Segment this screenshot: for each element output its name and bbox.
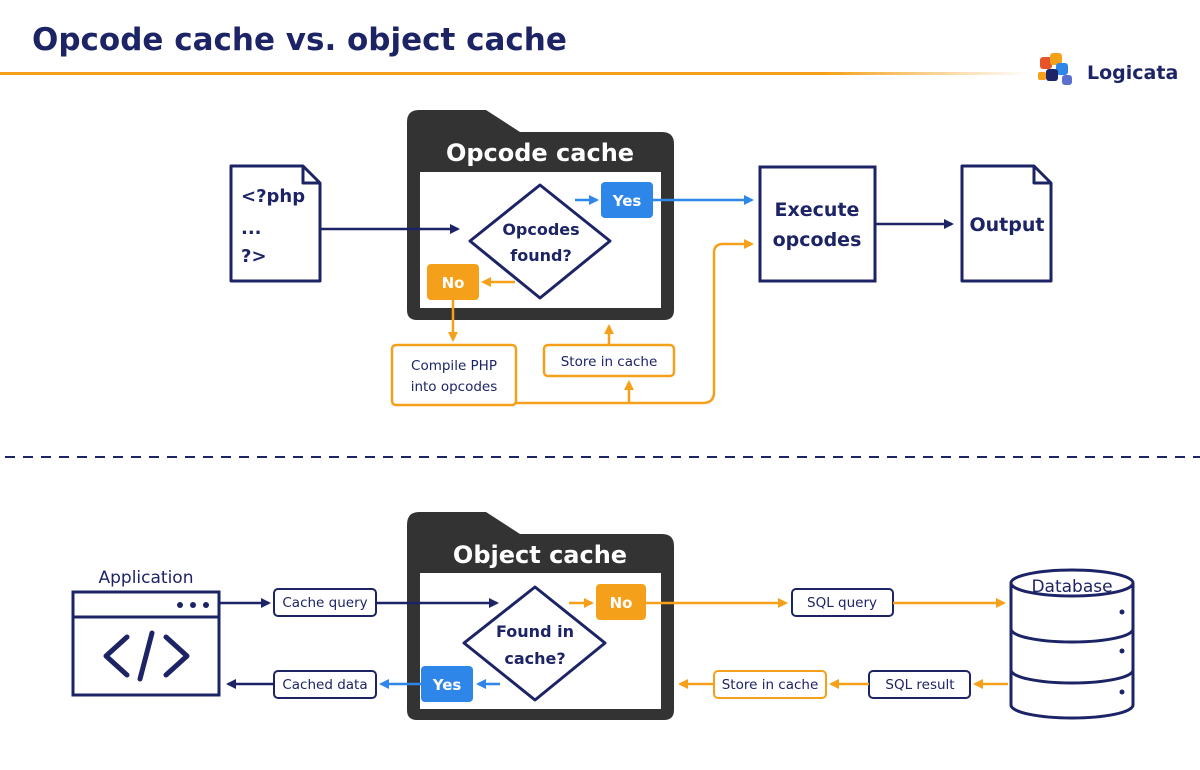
object-panel-title: Object cache: [453, 541, 627, 569]
compile-php-box: [390, 343, 518, 407]
compile-line1: Compile PHP: [411, 358, 497, 374]
opcode-panel-title: Opcode cache: [446, 139, 634, 167]
object-no-badge: [596, 584, 646, 620]
object-yes-badge: [421, 666, 473, 702]
decision-line1: Opcodes: [502, 220, 579, 239]
application-window-icon: [71, 590, 221, 697]
compile-line2: into opcodes: [411, 379, 498, 395]
cache-query-label: Cache query: [282, 595, 367, 611]
opcode-arrows: [320, 195, 954, 405]
php-close-tag: ?>: [241, 246, 267, 267]
title-underline: [0, 72, 1030, 75]
opcode-no-label: No: [442, 274, 465, 292]
object-no-label: No: [610, 594, 633, 612]
php-file-icon: [229, 164, 322, 283]
object-arrows: [219, 598, 1008, 689]
execute-line2: opcodes: [773, 229, 862, 251]
database-icon: [1009, 568, 1135, 720]
obj-decision-line1: Found in: [496, 622, 574, 641]
page-title: Opcode cache vs. object cache: [32, 22, 567, 58]
sql-query-label: SQL query: [807, 595, 877, 611]
output-label: Output: [970, 214, 1045, 236]
output-file-icon: [960, 164, 1053, 283]
brand-name: Logicata: [1087, 62, 1178, 84]
sql-result-label: SQL result: [885, 677, 954, 693]
php-open-tag: <?php: [241, 186, 305, 207]
object-store-label: Store in cache: [722, 677, 819, 693]
logicata-logo-icon: [1038, 53, 1072, 85]
execute-line1: Execute: [775, 199, 860, 221]
opcode-store-label: Store in cache: [561, 354, 658, 370]
arrow-compile-to-execute: [516, 239, 754, 405]
php-ellipsis: ...: [241, 218, 262, 239]
application-label: Application: [99, 568, 194, 588]
cached-data-label: Cached data: [282, 677, 367, 693]
opcode-no-badge: [427, 264, 479, 300]
found-in-cache-decision: [462, 585, 607, 702]
object-yes-label: Yes: [432, 676, 462, 694]
execute-opcodes-box: [758, 165, 877, 283]
obj-decision-line2: cache?: [504, 649, 565, 668]
opcodes-found-decision: [468, 183, 612, 300]
database-label: Database: [1031, 577, 1112, 597]
opcode-yes-label: Yes: [612, 192, 642, 210]
decision-line2: found?: [510, 246, 571, 265]
opcode-yes-badge: [601, 182, 653, 218]
